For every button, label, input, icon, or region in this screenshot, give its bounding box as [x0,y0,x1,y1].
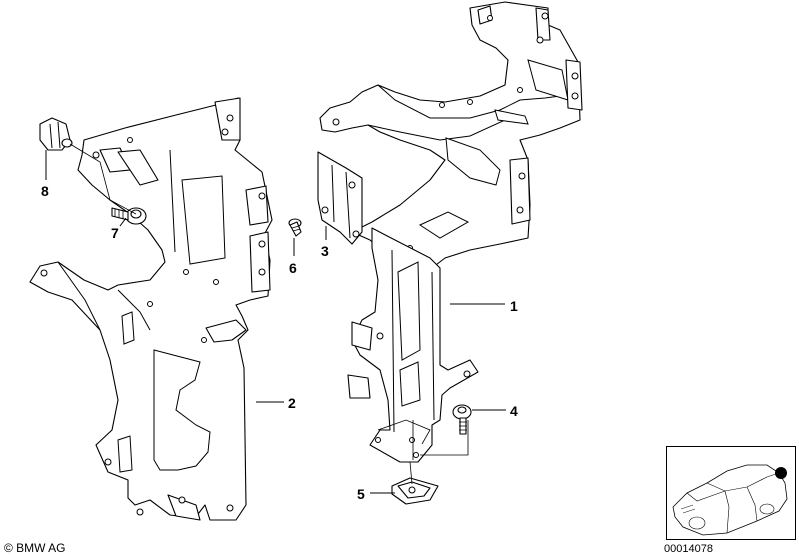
clip-part-8[interactable] [39,117,73,151]
connector-line [69,143,137,215]
bolt-part-4[interactable] [452,404,472,435]
callout-1: 1 [450,298,518,314]
svg-text:2: 2 [288,395,296,411]
callout-3: 3 [321,226,329,259]
callout-8: 8 [41,150,49,199]
svg-text:8: 8 [41,183,49,199]
connector-line [409,461,413,485]
bolt-part-7[interactable] [111,207,147,225]
car-outline-icon [672,464,788,536]
svg-text:1: 1 [510,298,518,314]
callout-2: 2 [256,395,296,411]
svg-text:6: 6 [289,260,297,276]
copyright-label: © BMW AG [4,541,66,555]
bracket-part-2[interactable] [29,97,273,521]
svg-text:7: 7 [111,225,119,241]
svg-text:3: 3 [321,243,329,259]
bracket-part-3[interactable] [317,151,363,245]
callout-6: 6 [289,238,297,276]
callout-4: 4 [472,403,518,419]
callout-7: 7 [111,217,127,241]
clip-nut-part-5[interactable] [391,477,439,505]
callout-5: 5 [357,486,395,502]
location-marker-icon [775,467,787,479]
screw-part-6[interactable] [288,218,302,237]
catalog-number: 00014078 [664,543,713,555]
svg-text:5: 5 [357,486,365,502]
bracket-part-1[interactable] [319,1,583,463]
vehicle-location-thumbnail [666,446,796,540]
svg-text:4: 4 [510,403,518,419]
